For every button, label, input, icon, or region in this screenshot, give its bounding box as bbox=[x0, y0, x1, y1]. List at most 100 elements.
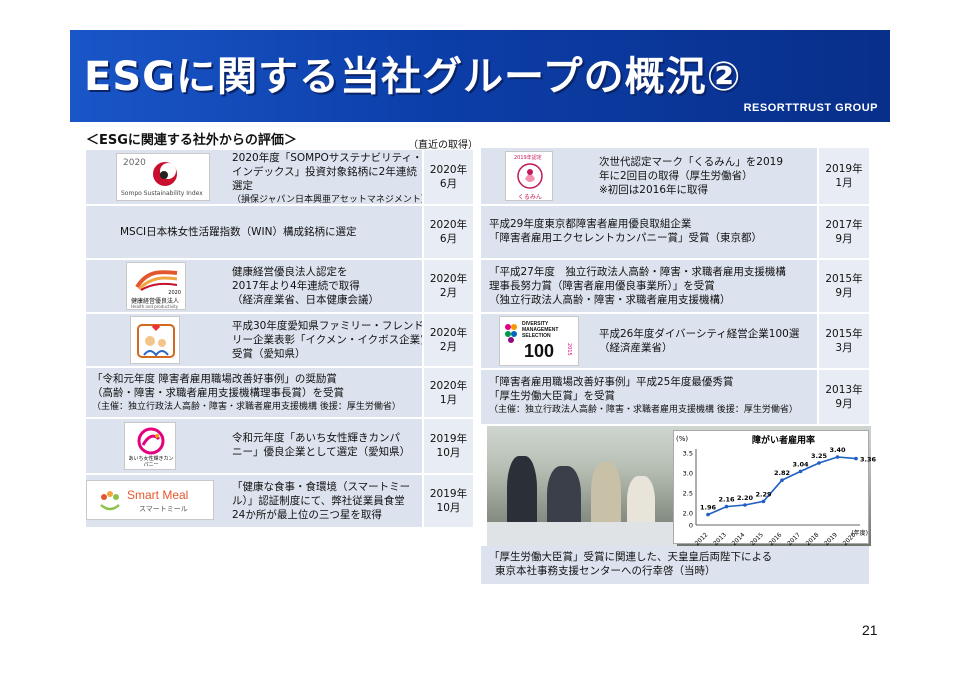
sompo-logo: 2020 Sompo Sustainability Index bbox=[116, 153, 210, 201]
award-line: 選定 bbox=[232, 180, 253, 192]
health-mark-icon bbox=[135, 270, 178, 291]
health-logo-year: 2020 bbox=[168, 290, 181, 296]
chart-data-label: 2.20 bbox=[737, 494, 754, 502]
chart-series-line bbox=[707, 456, 857, 516]
award-line: 次世代認定マーク「くるみん」を2019 bbox=[599, 156, 784, 168]
page-title: ESGに関する当社グループの概況② bbox=[84, 54, 742, 100]
award-line: 24か所が最上位の三つ星を取得 bbox=[232, 509, 382, 521]
chart-ylabel: (%) bbox=[676, 435, 688, 443]
chart-xlabel: (年度) bbox=[851, 529, 868, 537]
chart-data-label: 3.40 bbox=[829, 446, 846, 454]
chart-data-label: 1.96 bbox=[700, 504, 717, 512]
chart-data-label: 2.82 bbox=[774, 469, 790, 477]
award-line: 「健康な食事・食環境（スマートミー bbox=[232, 481, 411, 493]
diversity-dots-icon bbox=[505, 324, 517, 343]
award-line: 「令和元年度 障害者雇用職場改善好事例」の奨励賞 bbox=[92, 373, 337, 385]
award-line: 平成30年度愛知県ファミリー・フレンド bbox=[232, 320, 424, 332]
chart-data-label: 3.25 bbox=[811, 452, 828, 460]
chart-xtick-label: 2014 bbox=[731, 531, 747, 547]
award-line: 平成29年度東京都障害者雇用優良取組企業 bbox=[489, 218, 692, 230]
chart-xtick-label: 2018 bbox=[805, 531, 821, 547]
award-row-reiwa: 「令和元年度 障害者雇用職場改善好事例」の奨励賞 （高齢・障害・求職者雇用支援機… bbox=[86, 368, 473, 417]
title-banner: ESGに関する当社グループの概況② RESORTTRUST GROUP bbox=[70, 30, 890, 122]
award-line: 「障害者雇用エクセレントカンパニー賞」受賞（東京都） bbox=[489, 232, 762, 244]
award-row-jeed: 「平成27年度 独立行政法人高齢・障害・求職者雇用支援機構 理事長努力賞（障害者… bbox=[481, 260, 869, 312]
chart-xtick-label: 2017 bbox=[786, 531, 802, 547]
chart-point bbox=[817, 461, 821, 465]
brand-name: RESORTTRUST GROUP bbox=[743, 102, 878, 114]
smart-meal-logo: Smart Meal スマートミール bbox=[86, 480, 214, 520]
diversity-100-logo: DIVERSITY MANAGEMENT SELECTION 100 2015 bbox=[499, 316, 579, 366]
family-icon bbox=[137, 324, 175, 358]
award-line: 2017年より4年連続で取得 bbox=[232, 280, 360, 292]
chart-xtick-label: 2013 bbox=[712, 531, 728, 547]
health-logo-sub: Health and productivity bbox=[131, 304, 179, 309]
chart-data-label: 2.29 bbox=[755, 490, 772, 498]
award-line: ル）」認証制度にて、弊社従業員食堂 bbox=[232, 495, 405, 507]
award-row-tokyo: 平成29年度東京都障害者雇用優良取組企業 「障害者雇用エクセレントカンパニー賞」… bbox=[481, 206, 869, 258]
caption-line: 「厚生労働大臣賞」受賞に関連した、天皇皇后両陛下による bbox=[489, 551, 773, 563]
smart-meal-mark-icon bbox=[100, 491, 120, 511]
award-line: 受賞（愛知県） bbox=[232, 348, 306, 360]
award-row-ikumen: 平成30年度愛知県ファミリー・フレンド リー企業表彰「イクメン・イクボス企業賞」… bbox=[86, 314, 473, 366]
aichi-logo-caption: あいち女性輝きカンパニー bbox=[128, 456, 174, 468]
chart-ytick-label: 3.0 bbox=[683, 470, 693, 478]
smart-meal-logo-sub: スマートミール bbox=[139, 505, 188, 513]
award-subline: （損保ジャパン日本興亜アセットマネジメント） bbox=[232, 195, 430, 205]
award-line: 令和元年度「あいち女性輝きカンパ bbox=[232, 432, 400, 444]
chart-ytick-label: 2.0 bbox=[683, 510, 693, 518]
section-title: ＜ESGに関連する社外からの評価＞ bbox=[86, 133, 297, 148]
award-line: 「厚生労働大臣賞」を受賞 bbox=[489, 390, 615, 402]
chart-title: 障がい者雇用率 bbox=[752, 434, 815, 446]
photo-table bbox=[487, 522, 677, 546]
sompo-mark-icon bbox=[153, 162, 177, 186]
award-line: 「障害者雇用職場改善好事例」平成25年度最優秀賞 bbox=[489, 376, 734, 388]
sompo-logo-caption: Sompo Sustainability Index bbox=[121, 190, 203, 197]
health-logo-caption: 健康経営優良法人 bbox=[131, 298, 180, 305]
award-line: （高齢・障害・求職者雇用支援機構理事長賞）を受賞 bbox=[92, 387, 344, 399]
chart-data-label: 3.04 bbox=[792, 460, 809, 468]
chart-point bbox=[798, 469, 803, 474]
award-row-h25: 「障害者雇用職場改善好事例」平成25年度最優秀賞 「厚生労働大臣賞」を受賞 （主… bbox=[481, 370, 869, 424]
award-row-aichi: あいち女性輝きカンパニー 令和元年度「あいち女性輝きカンパ ニー」優良企業として… bbox=[86, 419, 473, 473]
chart-ytick-label: 2.5 bbox=[683, 490, 693, 498]
chart-ytick-label: 0 bbox=[689, 522, 693, 530]
section-note: （直近の取得） bbox=[408, 140, 478, 151]
photo-caption: 「厚生労働大臣賞」受賞に関連した、天皇皇后両陛下による 東京本社事務支援センター… bbox=[481, 546, 869, 584]
award-line: ニー」優良企業として選定（愛知県） bbox=[232, 446, 411, 458]
award-subline: （主催：独立行政法人高齢・障害・求職者雇用支援機構 後援：厚生労働省） bbox=[92, 402, 401, 412]
award-line: ※初回は2016年に取得 bbox=[599, 184, 709, 196]
kurumin-logo-top: 2019年認定 bbox=[514, 155, 542, 161]
award-row-sompo: 2020 Sompo Sustainability Index 2020年度「S… bbox=[86, 150, 473, 205]
award-row-health: 2020 健康経営優良法人 Health and productivity 健康… bbox=[86, 260, 473, 312]
caption-line: 東京本社事務支援センターへの行幸啓（当時） bbox=[495, 565, 716, 577]
award-line: （独立行政法人高齢・障害・求職者雇用支援機構） bbox=[489, 294, 731, 306]
chart-point bbox=[780, 478, 784, 482]
kurumin-logo-caption: くるみん bbox=[518, 194, 542, 201]
kurumin-mark-icon bbox=[517, 163, 543, 189]
chart-point bbox=[761, 499, 766, 504]
diversity-logo-number: 100 bbox=[524, 341, 555, 361]
ikumen-logo bbox=[130, 316, 180, 364]
chart-data-label: 3.36 bbox=[860, 456, 877, 464]
award-subline: （主催：独立行政法人高齢・障害・求職者雇用支援機構 後援：厚生労働省） bbox=[489, 405, 798, 415]
aichi-logo: あいち女性輝きカンパニー bbox=[124, 422, 176, 470]
award-line: （経済産業省） bbox=[599, 342, 673, 354]
diversity-logo-caption: DIVERSITY MANAGEMENT SELECTION bbox=[522, 321, 559, 339]
chart-data-label: 2.16 bbox=[718, 496, 735, 504]
chart-xtick-label: 2016 bbox=[768, 531, 784, 547]
page-number: 21 bbox=[862, 622, 878, 638]
award-line: 平成26年度ダイバーシティ経営企業100選 bbox=[599, 328, 800, 340]
